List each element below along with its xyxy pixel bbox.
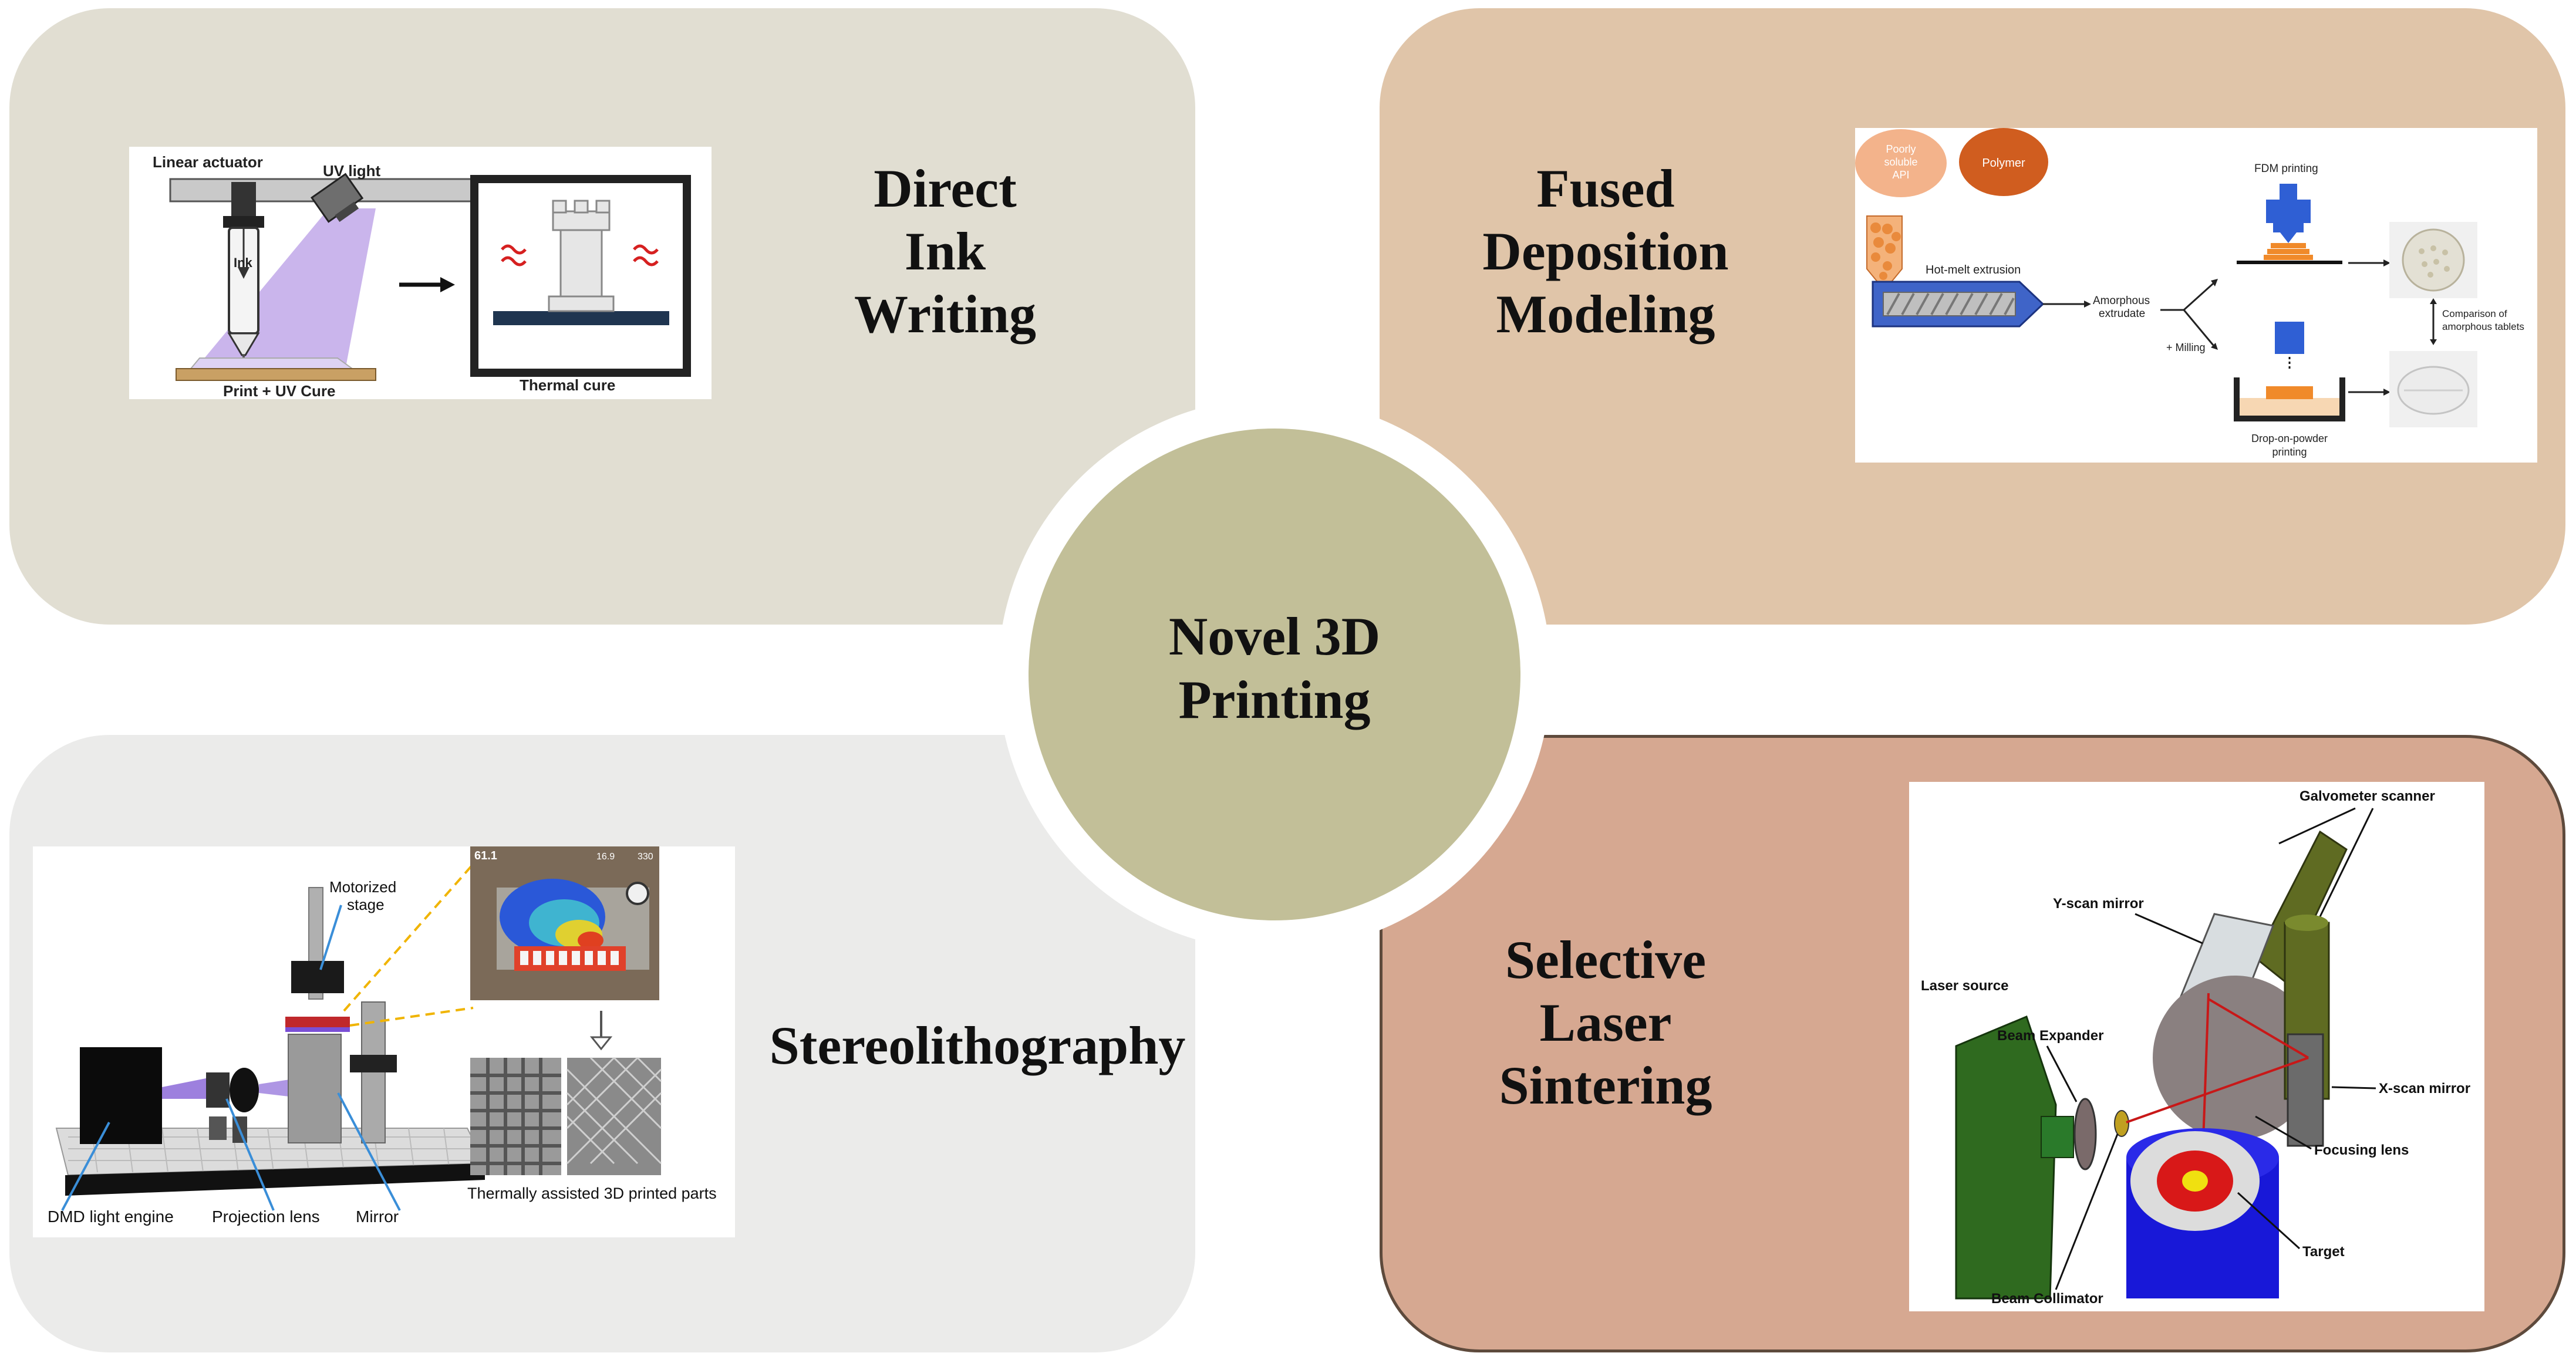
projection-lens: [230, 1068, 259, 1112]
lens-pointer: [225, 1098, 275, 1211]
syringe-plunger: [231, 182, 256, 217]
zoom-line-top: [343, 863, 474, 1012]
printed-film: [189, 357, 355, 369]
down-arrow-head: [589, 1036, 613, 1051]
label-mirror: Mirror: [356, 1207, 399, 1226]
label-polymer: Polymer: [1982, 157, 2025, 170]
chess-rook-part: [548, 200, 615, 312]
label-milling: + Milling: [2166, 342, 2206, 353]
thermal-red-region: [514, 946, 626, 971]
laser-source: [1955, 1015, 2057, 1300]
thermal-hud-far: 330: [638, 852, 653, 862]
dmd-light-engine: [80, 1047, 162, 1144]
stage-pointer: [319, 905, 342, 970]
print-bed: [176, 368, 376, 381]
beam-collimator: [2114, 1110, 2129, 1137]
laser-beam-2: [2207, 998, 2309, 1059]
lattice-part-1: [470, 1058, 561, 1175]
label-comparison-line1: Comparison of: [2442, 308, 2507, 319]
uv-lamp: [310, 173, 364, 223]
label-dop-line2: printing: [2272, 446, 2307, 458]
label-motorized-stage-line1: Motorized: [329, 878, 396, 896]
heat-waves-left: [501, 244, 527, 266]
label-focusing-lens: Focusing lens: [2314, 1142, 2409, 1158]
api-bubble: [1855, 129, 1947, 197]
label-target: Target: [2302, 1244, 2345, 1260]
oven-platform: [493, 311, 669, 325]
diw-illustration: Linear actuator UV light Ink Print + UV …: [129, 147, 712, 399]
label-fdm-printing: FDM printing: [2254, 163, 2318, 175]
label-projection-lens: Projection lens: [212, 1207, 320, 1226]
label-ink: Ink: [234, 255, 253, 270]
label-uv-light: UV light: [323, 162, 381, 180]
label-x-scan: X-scan mirror: [2379, 1081, 2470, 1097]
label-y-scan: Y-scan mirror: [2053, 896, 2144, 912]
center-circle: [1029, 429, 1520, 920]
vat-column: [288, 1034, 342, 1143]
label-printed-parts: Thermally assisted 3D printed parts: [467, 1185, 717, 1202]
projection-lens-body: [206, 1072, 230, 1108]
dmd-pointer: [61, 1122, 110, 1211]
label-galvometer: Galvometer scanner: [2299, 788, 2435, 804]
fdm-illustration: Poorly soluble API Polymer Hot-melt extr…: [1855, 128, 2537, 463]
label-amorphous-line1: Amorphous: [2093, 295, 2150, 307]
label-dop-line1: Drop-on-powder: [2251, 433, 2328, 444]
diw-title: Direct Ink Writing: [854, 158, 1037, 344]
sls-title: Selective Laser Sintering: [1499, 930, 1712, 1115]
sls-illustration: Galvometer scanner Y-scan mirror X-scan …: [1909, 782, 2484, 1311]
motorized-stage: [291, 961, 344, 993]
zoom-line-bottom: [349, 1007, 474, 1027]
label-amorphous-line2: extrudate: [2099, 308, 2145, 320]
x-scan-mirror: [2287, 1033, 2324, 1147]
sla-title: Stereolithography: [769, 1015, 1186, 1075]
label-thermal-cure: Thermal cure: [520, 376, 615, 394]
fdm-print-head: [2237, 184, 2342, 264]
extruder-screw: [1883, 292, 2016, 316]
beam-expander: [2073, 1098, 2097, 1170]
label-beam-expander: Beam Expander: [1997, 1028, 2103, 1044]
label-linear-actuator: Linear actuator: [153, 153, 263, 171]
hopper-pellets: [1870, 222, 1901, 280]
uv-light-cone: [200, 208, 376, 364]
laser-beam-1: [2126, 1057, 2309, 1124]
label-dmd: DMD light engine: [48, 1207, 174, 1226]
label-laser-source: Laser source: [1921, 978, 2008, 994]
projection-beam: [162, 1078, 206, 1099]
label-beam-collimator: Beam Collimator: [1991, 1291, 2103, 1307]
label-api-line2: soluble: [1884, 156, 1917, 168]
label-api-line3: API: [1892, 169, 1909, 181]
fdm-title: Fused Deposition Modeling: [1482, 158, 1729, 344]
mirror-pointer: [337, 1092, 401, 1211]
center-title: Novel 3D Printing: [1168, 606, 1381, 730]
resin-vat: [285, 1017, 350, 1027]
fdm-tablet: [2402, 228, 2465, 292]
label-print-uv-cure: Print + UV Cure: [223, 382, 335, 399]
polymer-bubble: [1959, 128, 2048, 196]
heat-waves-right: [633, 244, 659, 266]
target-center: [2182, 1170, 2208, 1192]
sla-illustration: Motorized stage DMD light engine Project…: [33, 846, 735, 1237]
label-api-line1: Poorly: [1886, 143, 1916, 155]
drop-on-powder-head: [2234, 322, 2345, 421]
label-motorized-stage-line2: stage: [347, 896, 385, 913]
label-hot-melt-extrusion: Hot-melt extrusion: [1926, 264, 2021, 276]
thermal-hud-temp: 61.1: [474, 849, 497, 862]
thermal-hud-mid: 16.9: [596, 852, 615, 862]
label-comparison-line2: amorphous tablets: [2442, 321, 2524, 332]
